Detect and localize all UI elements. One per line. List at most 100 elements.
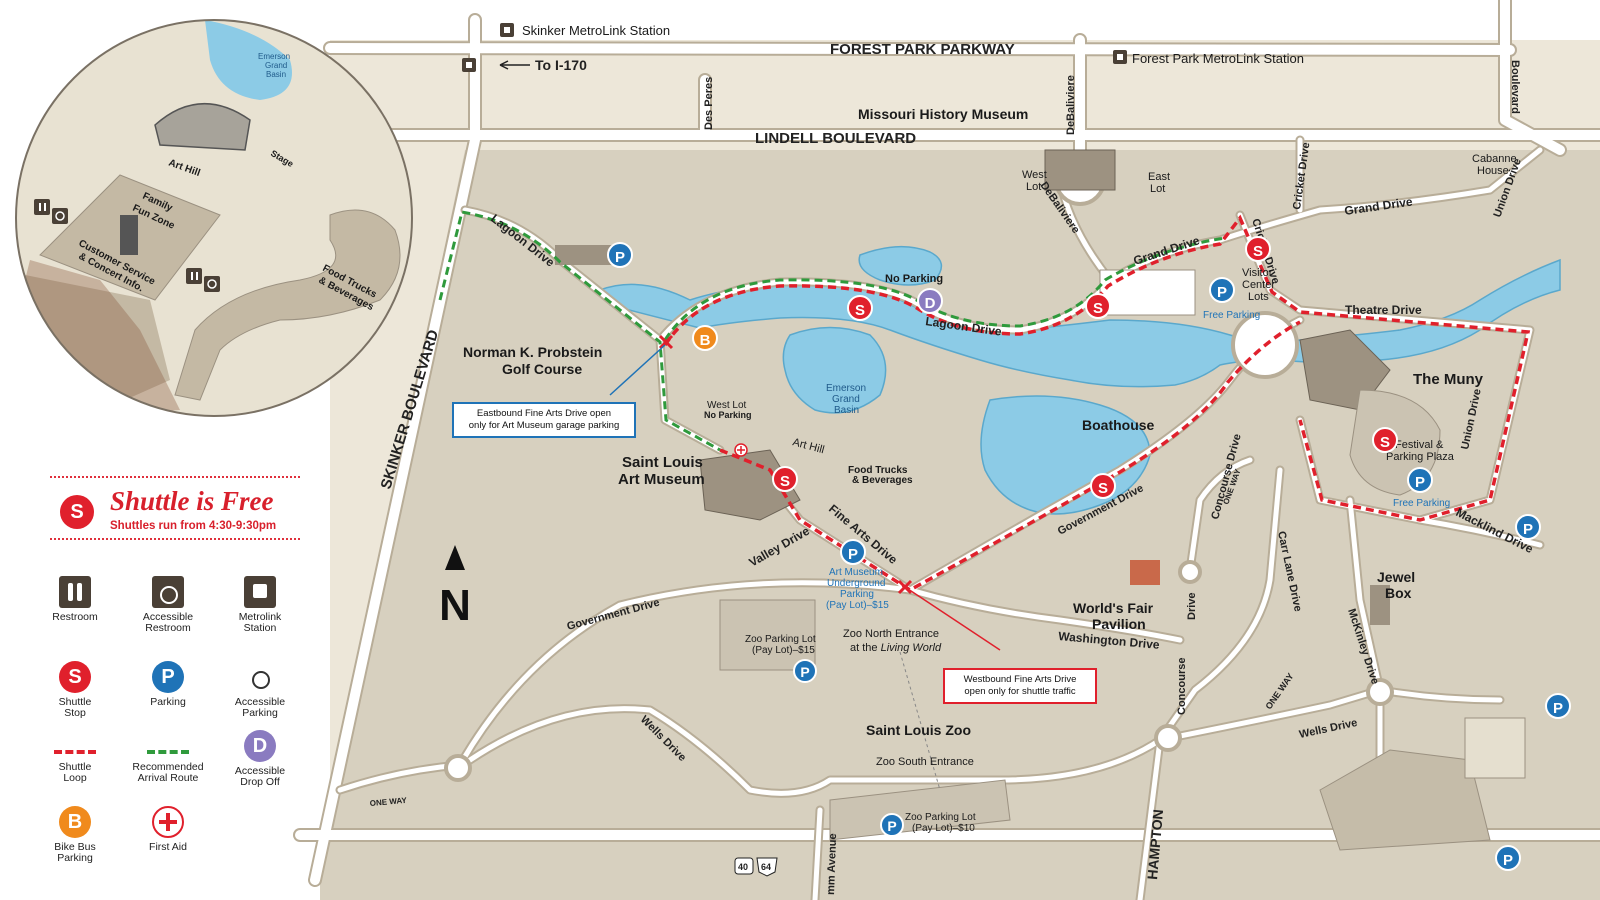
inset-border — [15, 19, 413, 417]
concourse-drive-bottom-label: Concourse — [1176, 658, 1188, 715]
bike-parking-icon: B — [59, 806, 91, 838]
parking-icon[interactable]: P — [880, 813, 904, 837]
parking-icon[interactable]: P — [793, 659, 817, 683]
golf-course-label-2: Golf Course — [502, 361, 582, 377]
underground-parking-label-2: Underground — [827, 578, 885, 589]
legend-shuttle-stop-label: Shuttle — [58, 696, 92, 708]
legend-arrival-label-2: Arrival Route — [137, 772, 199, 784]
legend-first-aid-label: First Aid — [149, 841, 187, 853]
emerson-basin-label-3: Basin — [834, 405, 859, 416]
legend-bike-label: Bike Bus — [54, 841, 96, 853]
hw64-label: 64 — [761, 862, 771, 872]
svg-text:S: S — [1093, 300, 1103, 317]
bike-parking-icon[interactable]: B — [692, 325, 718, 351]
svg-text:B: B — [700, 332, 711, 349]
legend-arrival-label: Recommended — [132, 761, 204, 773]
east-lot-label: East — [1148, 171, 1170, 183]
parking-icon[interactable]: P — [1407, 467, 1433, 493]
legend-restroom-label: Restroom — [52, 611, 98, 623]
parking-icon[interactable]: P — [1209, 277, 1235, 303]
legend-arrival-route: Recommended Arrival Route — [128, 736, 208, 784]
accessible-parking-icon — [244, 661, 276, 693]
zoo-label: Saint Louis Zoo — [866, 722, 971, 738]
legend-accessible-restroom-label: Accessible — [142, 611, 194, 623]
shuttle-stop-icon[interactable]: S — [1245, 236, 1271, 262]
shuttle-stop-icon[interactable]: S — [1090, 473, 1116, 499]
cabanne-label: Cabanne — [1472, 153, 1517, 165]
boulevard-label: Boulevard — [1509, 60, 1521, 114]
legend-parking: P Parking — [128, 661, 208, 708]
legend-shuttle-stop-label-2: Stop — [64, 707, 86, 719]
cabanne-label-2: House — [1477, 165, 1509, 177]
no-parking-label: No Parking — [885, 273, 943, 285]
visitor-center-label: Visitor — [1242, 267, 1273, 279]
parking-icon[interactable]: P — [840, 539, 866, 565]
inset-emerson-label: Emerson — [258, 52, 290, 61]
to-i170-label: To I-170 — [535, 57, 587, 73]
jewel-box-label: Jewel — [1377, 569, 1415, 585]
restroom-icon — [34, 199, 50, 215]
legend-accessible-parking-label: Accessible — [234, 696, 286, 708]
parking-icon[interactable]: P — [607, 242, 633, 268]
svg-text:P: P — [1523, 521, 1533, 538]
parking-icon[interactable]: P — [1545, 693, 1571, 719]
zoo-south-label: Zoo South Entrance — [876, 756, 974, 768]
east-lot-label-2: Lot — [1150, 183, 1165, 195]
west-lot-label: West — [1022, 169, 1047, 181]
legend-title: Shuttle is Free — [110, 486, 274, 516]
museum-west-lot-label: West Lot — [707, 400, 746, 411]
metrolink-icon — [244, 576, 276, 608]
svg-text:D: D — [925, 295, 936, 312]
forest-park-metrolink-label: Forest Park MetroLink Station — [1132, 51, 1304, 66]
legend-bike-parking: B Bike Bus Parking — [35, 806, 115, 864]
shuttle-stop-icon[interactable]: S — [772, 466, 798, 492]
legend-subtitle: Shuttles run from 4:30-9:30pm — [110, 520, 277, 532]
free-parking-label: Free Parking — [1203, 310, 1260, 321]
legend-shuttle-loop: Shuttle Loop — [35, 736, 115, 784]
restroom-icon — [59, 576, 91, 608]
underground-parking-label: Art Museum — [829, 567, 883, 578]
drop-off-icon[interactable]: D — [917, 288, 943, 314]
debaliviere-top-label: DeBaliviere — [1065, 75, 1077, 135]
emerson-basin-label: Emerson — [826, 383, 866, 394]
underground-parking-label-3: Parking — [840, 589, 874, 600]
eastbound-pointer — [609, 344, 666, 396]
restroom-icon — [186, 268, 202, 284]
legend-first-aid: First Aid — [128, 806, 208, 853]
legend-drop-off-label: Accessible — [234, 765, 286, 777]
eastbound-note-line-1: Eastbound Fine Arts Drive open — [476, 408, 612, 419]
lindell-label: LINDELL BOULEVARD — [755, 130, 916, 147]
to-i170-arrow — [499, 60, 530, 70]
zoo-lot-label-2: (Pay Lot)–$15 — [752, 645, 815, 656]
map-legend: S Shuttle is Free Shuttles run from 4:30… — [40, 468, 305, 888]
legend-drop-off-label-2: Drop Off — [240, 776, 280, 788]
shuttle-stop-icon: S — [60, 495, 94, 529]
food-trucks-label: Food Trucks — [848, 465, 908, 476]
des-peres-label: Des Peres — [703, 77, 715, 130]
accessible-icon — [52, 208, 68, 224]
food-trucks-label-2: & Beverages — [852, 475, 913, 486]
one-way-label-1: ONE WAY — [369, 796, 407, 808]
westbound-pointer — [904, 586, 1001, 651]
svg-text:S: S — [1098, 480, 1108, 497]
eastbound-note-line-2: only for Art Museum garage parking — [468, 420, 620, 431]
svg-text:P: P — [800, 664, 809, 680]
zoo-south-lot-label-2: (Pay Lot)–$10 — [912, 823, 975, 834]
emerson-basin-label-2: Grand — [832, 394, 860, 405]
parking-icon[interactable]: P — [1515, 514, 1541, 540]
shuttle-loop-swatch — [54, 750, 96, 754]
parking-icon: P — [152, 661, 184, 693]
shuttle-stop-icon[interactable]: S — [1085, 293, 1111, 319]
svg-text:N: N — [439, 581, 471, 630]
inset-emerson-label-3: Basin — [266, 70, 286, 79]
parking-icon[interactable]: P — [1495, 845, 1521, 871]
shuttle-stop-icon[interactable]: S — [1372, 427, 1398, 453]
muny-label: The Muny — [1413, 371, 1484, 388]
arrival-route — [438, 210, 1226, 452]
legend-title-row: S Shuttle is Free Shuttles run from 4:30… — [50, 476, 300, 540]
eastbound-note: Eastbound Fine Arts Drive open only for … — [452, 402, 636, 438]
svg-text:S: S — [1253, 243, 1263, 260]
shuttle-stop-icon[interactable]: S — [847, 295, 873, 321]
svg-text:P: P — [887, 818, 896, 834]
